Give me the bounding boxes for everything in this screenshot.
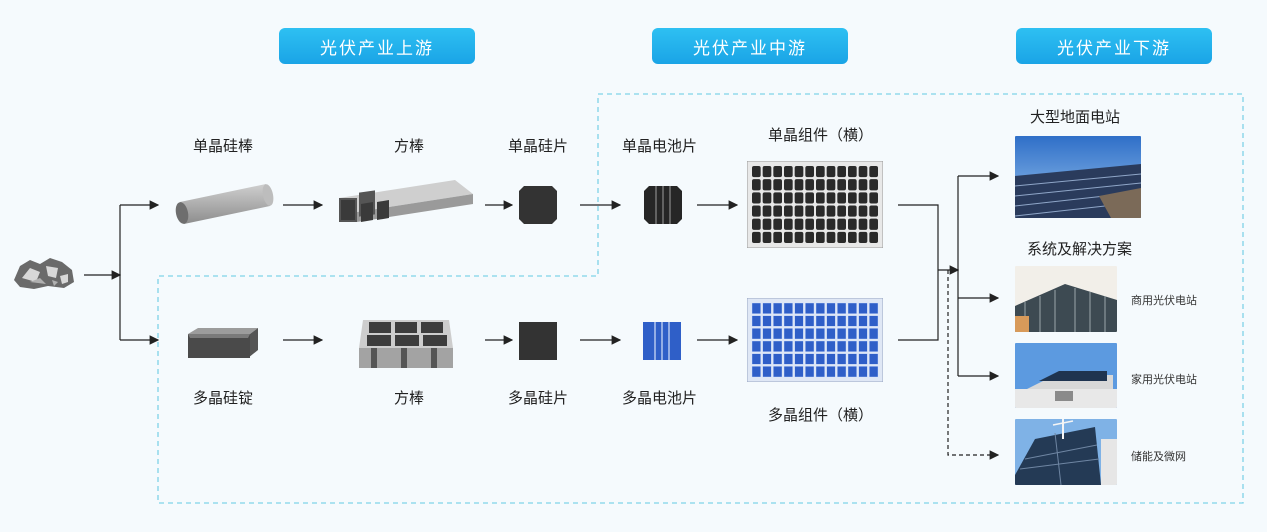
midstream-header: 光伏产业中游 — [652, 28, 848, 64]
poly-ingot-icon — [188, 328, 258, 358]
residential-station-image — [1015, 343, 1117, 408]
poly-ingot-label: 多晶硅锭 — [193, 389, 254, 407]
residential-station-label: 家用光伏电站 — [1131, 373, 1197, 386]
mono-cell-label: 单晶电池片 — [622, 137, 698, 155]
ground-station-label: 大型地面电站 — [1030, 108, 1121, 126]
ground-station-image — [1015, 136, 1141, 218]
poly-module-icon — [747, 298, 883, 382]
poly-square-rod-icon — [359, 320, 453, 368]
poly-cell-icon — [643, 322, 681, 360]
solutions-title: 系统及解决方案 — [1027, 240, 1133, 258]
mono-cell-icon — [644, 186, 682, 224]
commercial-station-image — [1015, 266, 1117, 332]
raw-silicon-icon — [14, 258, 74, 289]
mono-module-label: 单晶组件（横） — [768, 126, 874, 144]
poly-wafer-label: 多晶硅片 — [508, 389, 569, 407]
mono-square-rod-icon — [339, 180, 473, 222]
mono-wafer-icon — [519, 186, 557, 224]
poly-square-rod-label: 方棒 — [394, 389, 425, 407]
mono-ingot-label: 单晶硅棒 — [193, 137, 254, 155]
storage-microgrid-image — [1015, 419, 1117, 485]
storage-microgrid-label: 储能及微网 — [1131, 450, 1186, 463]
mono-square-rod-label: 方棒 — [394, 137, 425, 155]
downstream-header: 光伏产业下游 — [1016, 28, 1212, 64]
mono-wafer-label: 单晶硅片 — [508, 137, 569, 155]
mono-ingot-icon — [175, 184, 274, 224]
poly-module-label: 多晶组件（横） — [768, 406, 874, 424]
commercial-station-label: 商用光伏电站 — [1131, 294, 1197, 307]
poly-wafer-icon — [519, 322, 557, 360]
mono-module-icon — [747, 161, 883, 248]
poly-cell-label: 多晶电池片 — [622, 389, 698, 407]
upstream-header: 光伏产业上游 — [279, 28, 475, 64]
